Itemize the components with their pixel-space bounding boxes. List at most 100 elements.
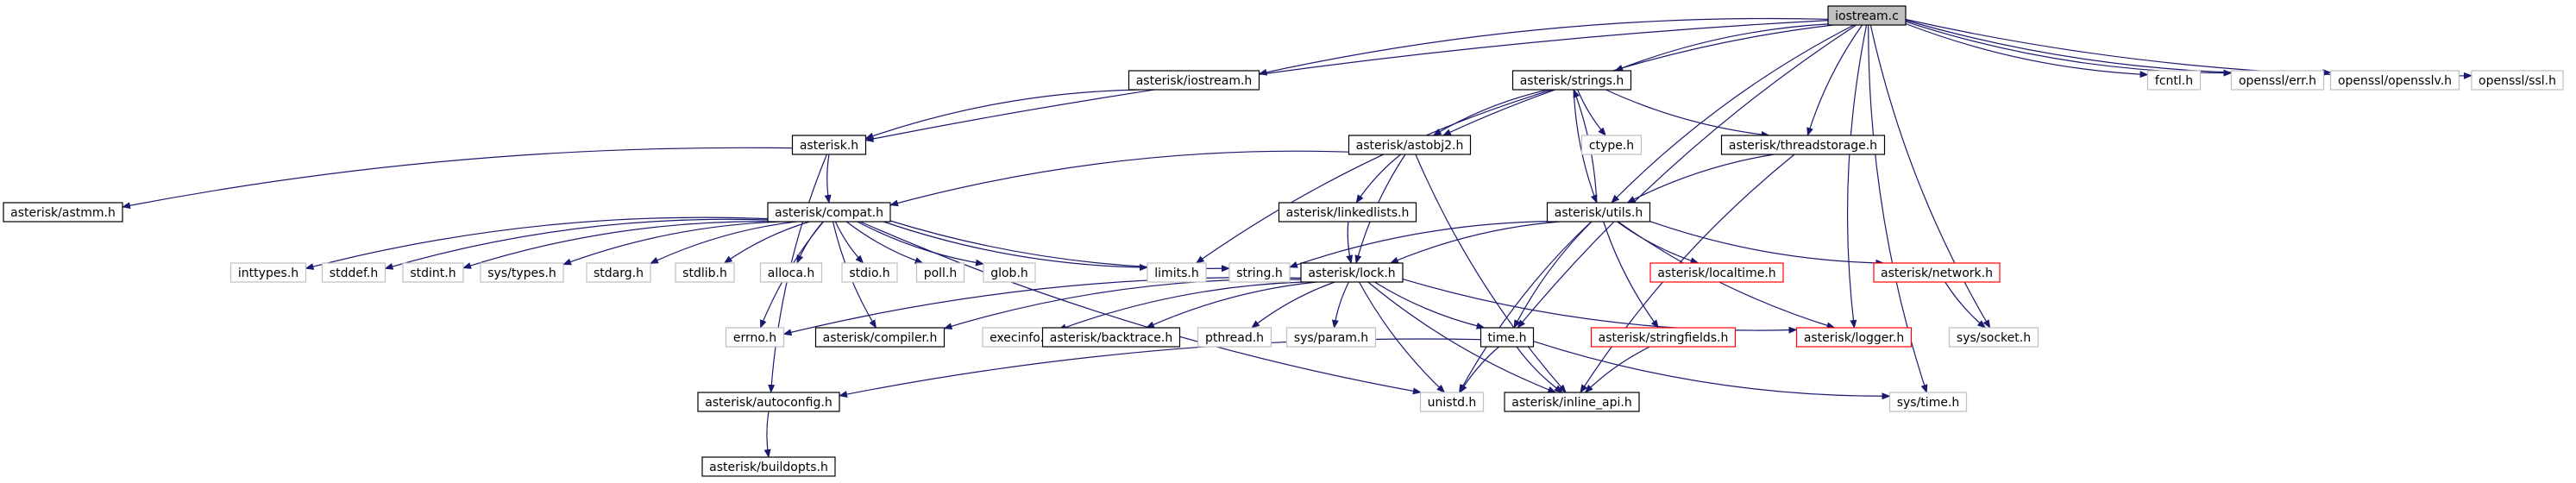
node-sys-param-h[interactable]: sys/param.h bbox=[1285, 327, 1377, 348]
node-label: sys/time.h bbox=[1897, 396, 1960, 410]
edge-asterisk-h-to-asterisk-astmm-h bbox=[122, 147, 793, 210]
node-asterisk-stringfields-h[interactable]: asterisk/stringfields.h bbox=[1590, 327, 1737, 348]
edge-asterisk-compat-h-to-poll-h bbox=[845, 221, 924, 264]
node-box bbox=[1228, 262, 1291, 283]
node-box bbox=[675, 262, 735, 283]
node-box bbox=[983, 262, 1036, 283]
node-asterisk-compat-h[interactable]: asterisk/compat.h bbox=[767, 202, 891, 223]
node-glob-h[interactable]: glob.h bbox=[983, 262, 1036, 283]
node-sys-types-h[interactable]: sys/types.h bbox=[480, 262, 564, 283]
node-asterisk-compiler-h[interactable]: asterisk/compiler.h bbox=[814, 327, 946, 348]
node-box bbox=[841, 262, 898, 283]
node-box bbox=[2329, 70, 2460, 91]
node-string-h[interactable]: string.h bbox=[1228, 262, 1291, 283]
node-asterisk-astmm-h[interactable]: asterisk/astmm.h bbox=[3, 202, 123, 223]
edge-asterisk-strings-h-to-limits-h bbox=[1195, 89, 1553, 264]
node-label: pthread.h bbox=[1205, 331, 1264, 345]
node-iostream-c[interactable]: iostream.c bbox=[1827, 5, 1907, 26]
node-openssl-err-h[interactable]: openssl/err.h bbox=[2230, 70, 2325, 91]
edge-asterisk-autoconfig-h-to-asterisk-buildopts-h bbox=[763, 411, 771, 458]
node-time-h[interactable]: time.h bbox=[1480, 327, 1535, 348]
node-alloca-h[interactable]: alloca.h bbox=[759, 262, 823, 283]
edge-asterisk-strings-h-to-asterisk-utils-h bbox=[1573, 89, 1598, 204]
edge-asterisk-compat-h-to-sys-types-h bbox=[562, 221, 782, 266]
node-poll-h[interactable]: poll.h bbox=[915, 262, 965, 283]
edge-asterisk-lock-h-to-execinfo-h bbox=[1058, 281, 1304, 331]
node-asterisk-autoconfig-h[interactable]: asterisk/autoconfig.h bbox=[697, 392, 840, 412]
edge-asterisk-lock-h-to-asterisk-logger-h bbox=[1402, 279, 1798, 334]
edge-asterisk-utils-h-to-asterisk-localtime-h bbox=[1617, 221, 1700, 265]
node-asterisk-inline-api-h[interactable]: asterisk/inline_api.h bbox=[1504, 392, 1640, 412]
node-box bbox=[1504, 392, 1640, 412]
node-stdint-h[interactable]: stdint.h bbox=[402, 262, 464, 283]
edge-asterisk-utils-h-to-asterisk-logger-h bbox=[1618, 221, 1836, 329]
node-box bbox=[814, 327, 946, 348]
node-asterisk-localtime-h[interactable]: asterisk/localtime.h bbox=[1649, 262, 1784, 283]
node-label: asterisk/logger.h bbox=[1804, 331, 1904, 345]
node-label: asterisk/autoconfig.h bbox=[705, 396, 832, 410]
node-box bbox=[321, 262, 386, 283]
node-asterisk-iostream-h[interactable]: asterisk/iostream.h bbox=[1128, 70, 1260, 91]
node-openssl-ssl-h[interactable]: openssl/ssl.h bbox=[2471, 70, 2564, 91]
node-box bbox=[791, 135, 867, 155]
edge-asterisk-iostream-h-to-asterisk-h bbox=[864, 89, 1141, 140]
node-label: asterisk/backtrace.h bbox=[1050, 331, 1172, 345]
edge-iostream-c-to-openssl-ssl-h bbox=[1905, 18, 2472, 79]
node-asterisk-network-h[interactable]: asterisk/network.h bbox=[1873, 262, 2001, 283]
node-openssl-opensslv-h[interactable]: openssl/opensslv.h bbox=[2329, 70, 2460, 91]
node-stdarg-h[interactable]: stdarg.h bbox=[586, 262, 651, 283]
node-asterisk-strings-h[interactable]: asterisk/strings.h bbox=[1511, 70, 1632, 91]
node-asterisk-linkedlists-h[interactable]: asterisk/linkedlists.h bbox=[1278, 202, 1417, 223]
node-asterisk-h[interactable]: asterisk.h bbox=[791, 135, 867, 155]
node-errno-h[interactable]: errno.h bbox=[725, 327, 785, 348]
node-asterisk-logger-h[interactable]: asterisk/logger.h bbox=[1795, 327, 1913, 348]
node-label: asterisk/buildopts.h bbox=[709, 461, 828, 474]
node-box bbox=[402, 262, 464, 283]
edge-asterisk-compat-h-to-stddef-h bbox=[384, 218, 769, 270]
node-label: asterisk/compiler.h bbox=[823, 331, 938, 345]
node-stdlib-h[interactable]: stdlib.h bbox=[675, 262, 735, 283]
node-execinfo-h[interactable]: execinfo.h bbox=[982, 327, 1059, 348]
node-label: time.h bbox=[1488, 331, 1527, 345]
node-stdio-h[interactable]: stdio.h bbox=[841, 262, 898, 283]
edge-asterisk-network-h-to-sys-socket-h bbox=[1945, 281, 1987, 329]
node-box bbox=[1590, 327, 1737, 348]
node-asterisk-backtrace-h[interactable]: asterisk/backtrace.h bbox=[1041, 327, 1181, 348]
node-asterisk-astobj2-h[interactable]: asterisk/astobj2.h bbox=[1348, 135, 1472, 155]
node-label: stdint.h bbox=[410, 267, 456, 280]
node-label: asterisk/iostream.h bbox=[1136, 74, 1253, 88]
node-asterisk-threadstorage-h[interactable]: asterisk/threadstorage.h bbox=[1720, 135, 1886, 155]
node-unistd-h[interactable]: unistd.h bbox=[1419, 392, 1485, 412]
node-label: stdlib.h bbox=[682, 267, 727, 280]
node-pthread-h[interactable]: pthread.h bbox=[1197, 327, 1272, 348]
node-asterisk-utils-h[interactable]: asterisk/utils.h bbox=[1546, 202, 1651, 223]
node-box bbox=[1480, 327, 1535, 348]
node-inttypes-h[interactable]: inttypes.h bbox=[229, 262, 307, 283]
edge-asterisk-stringfields-h-to-asterisk-inline-api-h bbox=[1584, 346, 1650, 393]
edge-asterisk-utils-h-to-asterisk-stringfields-h bbox=[1603, 221, 1659, 329]
node-sys-socket-h[interactable]: sys/socket.h bbox=[1948, 327, 2039, 348]
node-label: alloca.h bbox=[768, 267, 815, 280]
node-label: asterisk/lock.h bbox=[1308, 267, 1395, 280]
edge-asterisk-linkedlists-h-to-asterisk-lock-h bbox=[1346, 221, 1354, 264]
node-label: asterisk/compat.h bbox=[775, 206, 883, 220]
node-label: openssl/ssl.h bbox=[2479, 74, 2556, 88]
edge-asterisk-astobj2-h-to-asterisk-inline-api-h bbox=[1415, 154, 1567, 393]
node-stddef-h[interactable]: stddef.h bbox=[321, 262, 386, 283]
node-box bbox=[767, 202, 891, 223]
node-fcntl-h[interactable]: fcntl.h bbox=[2146, 70, 2202, 91]
node-box bbox=[697, 392, 840, 412]
edge-asterisk-compat-h-to-stdio-h bbox=[834, 221, 864, 264]
node-limits-h[interactable]: limits.h bbox=[1147, 262, 1207, 283]
node-asterisk-buildopts-h[interactable]: asterisk/buildopts.h bbox=[701, 456, 836, 477]
node-box bbox=[759, 262, 823, 283]
node-sys-time-h[interactable]: sys/time.h bbox=[1888, 392, 1968, 412]
node-ctype-h[interactable]: ctype.h bbox=[1580, 135, 1643, 155]
node-label: asterisk/network.h bbox=[1881, 267, 1993, 280]
edge-asterisk-compat-h-to-limits-h bbox=[883, 221, 1148, 271]
node-asterisk-lock-h[interactable]: asterisk/lock.h bbox=[1300, 262, 1404, 283]
edge-asterisk-compat-h-to-inttypes-h bbox=[305, 216, 769, 270]
node-label: iostream.c bbox=[1835, 9, 1899, 23]
edge-asterisk-astobj2-h-to-asterisk-linkedlists-h bbox=[1355, 154, 1402, 204]
